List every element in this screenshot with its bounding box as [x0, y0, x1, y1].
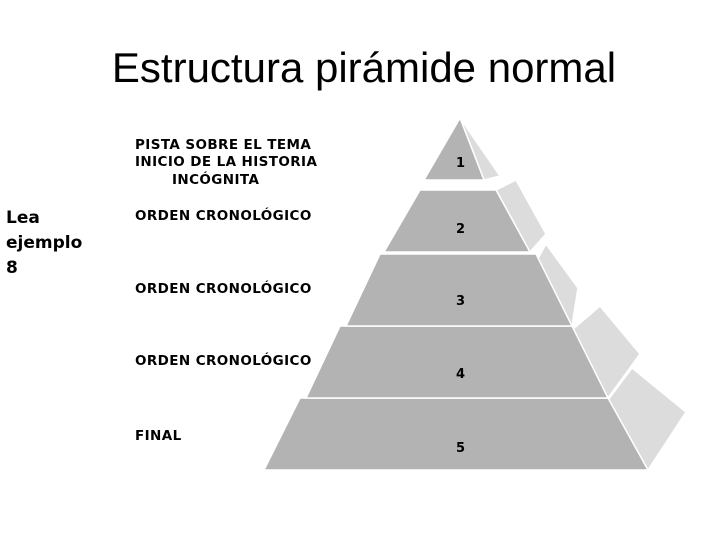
side-note-line-1: Lea — [6, 208, 40, 228]
label-pista: PISTA SOBRE EL TEMA — [135, 137, 312, 153]
slide-title: Estructura pirámide normal — [111, 44, 617, 91]
side-note-line-3: 8 — [6, 258, 18, 278]
level-4-front-face — [304, 325, 610, 399]
label-final: FINAL — [135, 428, 182, 444]
pyramid-level-2 — [382, 179, 547, 254]
level-5-front-face — [262, 397, 650, 471]
pyramid-level-3 — [344, 242, 579, 329]
pyramid-level-1 — [422, 116, 502, 181]
level-number-3: 3 — [456, 294, 465, 309]
side-note-line-2: ejemplo — [6, 233, 83, 253]
level-1-front-face — [422, 116, 486, 181]
label-incognita: INCÓGNITA — [172, 172, 260, 188]
pyramid-level-4 — [304, 304, 641, 400]
level-2-front-face — [382, 189, 532, 253]
level-3-front-face — [344, 253, 574, 327]
level-number-2: 2 — [456, 222, 465, 237]
label-orden-3: ORDEN CRONOLÓGICO — [135, 353, 312, 369]
label-orden-1: ORDEN CRONOLÓGICO — [135, 208, 312, 224]
level-number-4: 4 — [456, 367, 465, 382]
level-number-5: 5 — [456, 441, 465, 456]
side-note: Lea ejemplo 8 — [6, 206, 106, 281]
level-number-1: 1 — [456, 156, 465, 171]
label-orden-2: ORDEN CRONOLÓGICO — [135, 281, 312, 297]
label-inicio: INICIO DE LA HISTORIA — [135, 154, 318, 170]
